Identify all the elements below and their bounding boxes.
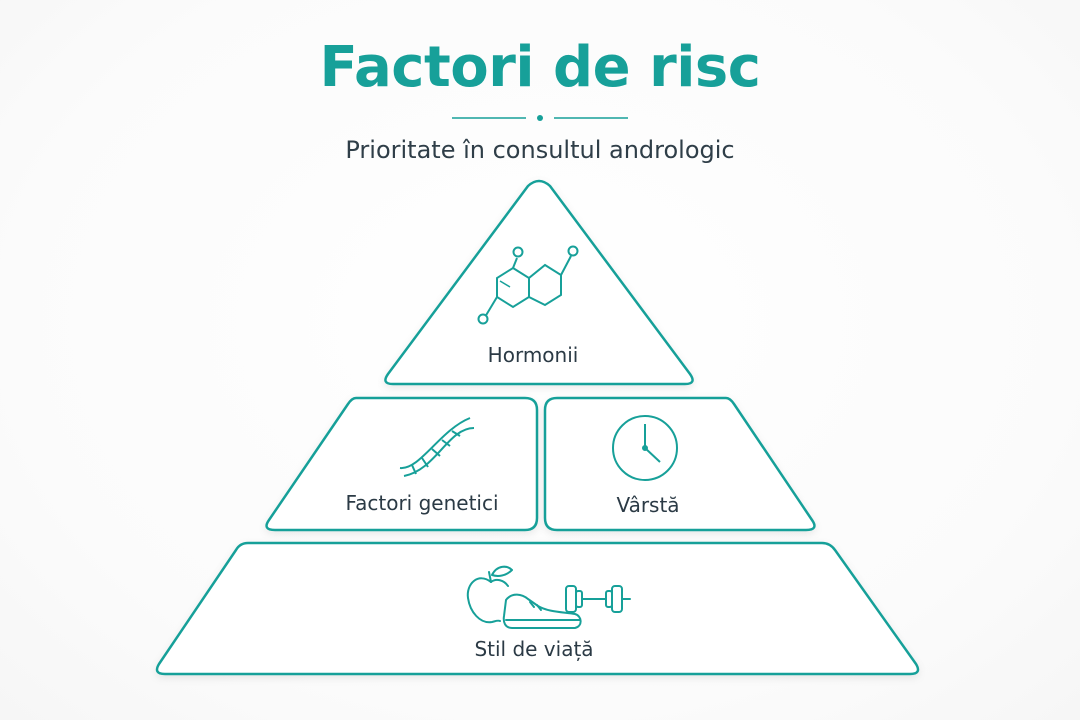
tier-stil-de-viata: Stil de viață [155, 541, 920, 676]
tier-label-stil-de-viata: Stil de viață [474, 637, 593, 661]
tier-label-factori-genetici: Factori genetici [345, 491, 498, 515]
hormone-molecule-icon [477, 245, 579, 325]
clock-icon [612, 415, 678, 481]
tier-factori-genetici: Factori genetici [265, 396, 539, 532]
page-title: Factori de risc [319, 35, 761, 100]
tier-label-hormonii: Hormonii [488, 343, 579, 367]
tier-hormonii: Hormonii [384, 179, 694, 386]
dna-helix-icon [399, 417, 475, 477]
tier-varsta: Vârstă [543, 396, 816, 532]
tier-label-varsta: Vârstă [616, 493, 679, 517]
page-subtitle: Prioritate în consultul andrologic [345, 136, 735, 164]
apple-sneaker-dumbbell-icon [466, 565, 631, 629]
